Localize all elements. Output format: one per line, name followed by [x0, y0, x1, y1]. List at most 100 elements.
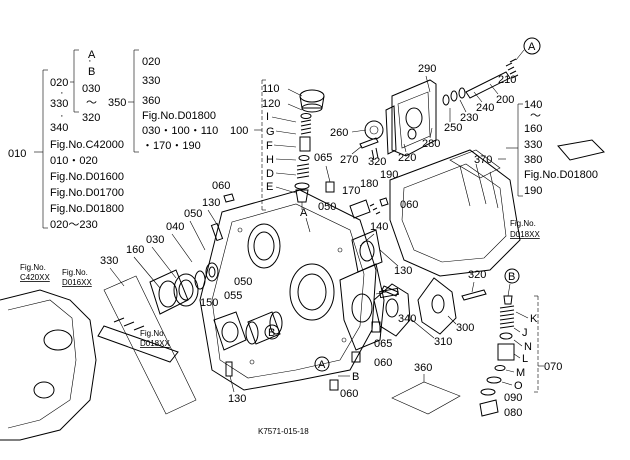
part-120: 120: [262, 98, 280, 110]
text-b: B: [88, 66, 95, 78]
part-220: 220: [398, 152, 416, 164]
text-fig-d01800: Fig.No.D01800: [142, 110, 216, 122]
part-130: 130: [202, 197, 220, 209]
main-housing: 050 A: [199, 189, 399, 391]
text-380: 380: [524, 154, 542, 166]
text-020: 020: [50, 77, 68, 89]
left-parts: 060 130 050 040 030 160 330 Fig.No. C420…: [0, 180, 283, 441]
part-010: 010: [8, 148, 26, 160]
text-360: 360: [142, 95, 160, 107]
part-110: 110: [262, 83, 280, 95]
text-fig-d01800: Fig.No.D01800: [50, 203, 124, 215]
svg-text:·: ·: [60, 110, 64, 122]
part-k: K: [530, 313, 538, 325]
part-140: 140: [370, 221, 388, 233]
text-140: 140: [524, 99, 542, 111]
text-a: A: [88, 49, 96, 61]
part-060: 060: [374, 357, 392, 369]
part-030: 030: [146, 234, 164, 246]
group-010-callout: 010 020 330 340 Fig.No.C42000 010・020 Fi…: [8, 49, 124, 231]
text-fig-d01800: Fig.No.D01800: [524, 169, 598, 181]
part-210: 210: [498, 74, 516, 86]
part-n: N: [524, 341, 532, 353]
fig-ref-d016xx: D016XX: [62, 278, 92, 287]
part-m: M: [516, 367, 525, 379]
part-160: 160: [126, 244, 144, 256]
fig-ref-label: Fig.No.: [62, 268, 88, 277]
part-260: 260: [330, 127, 348, 139]
part-170: 170: [342, 185, 360, 197]
part-060: 060: [340, 388, 358, 400]
part-100: 100: [230, 125, 248, 137]
part-b: B: [352, 371, 359, 383]
part-250: 250: [444, 122, 462, 134]
part-d: D: [266, 168, 274, 180]
part-300: 300: [456, 322, 474, 334]
text-320: 320: [82, 112, 100, 124]
callout-b: B: [268, 327, 275, 339]
text-fig-c42000: Fig.No.C42000: [50, 139, 124, 151]
text-170-190: ・170・190: [142, 140, 201, 152]
part-040: 040: [166, 221, 184, 233]
part-150: 150: [200, 297, 218, 309]
fig-ref-label: Fig.No.: [20, 263, 46, 272]
part-a: A: [300, 207, 308, 219]
part-360: 360: [414, 362, 432, 374]
group-100-callout: 100 110 120 I G F H D E: [230, 79, 325, 211]
text-fig-d01600: Fig.No.D01600: [50, 171, 124, 183]
callout-a: A: [318, 359, 326, 371]
svg-text:·: ·: [88, 55, 92, 67]
part-230: 230: [460, 112, 478, 124]
part-055: 055: [224, 290, 242, 302]
part-060: 060: [212, 180, 230, 192]
part-330: 330: [100, 255, 118, 267]
text-330: 330: [50, 98, 68, 110]
part-090: 090: [504, 392, 522, 404]
group-070-callout: B K J N L M O 070 090 080: [479, 268, 562, 419]
part-350: 350: [108, 97, 126, 109]
text-020-230: 020〜230: [50, 219, 98, 231]
diagram-code: K7571-015-18: [258, 427, 309, 436]
part-j: J: [522, 327, 528, 339]
part-240: 240: [476, 102, 494, 114]
text-030: 030: [82, 83, 100, 95]
part-050: 050: [318, 201, 336, 213]
part-l: L: [522, 353, 528, 365]
part-320: 320: [468, 269, 486, 281]
group-370-callout: 140 〜 160 330 380 Fig.No.D01800 190: [506, 99, 598, 197]
fig-ref-label: Fig.No.: [140, 329, 166, 338]
text-020: 020: [142, 56, 160, 68]
lower-right-parts: 320 300 310 340 065 060 B 060 A 360: [314, 269, 487, 415]
fig-ref-label: Fig.No.: [510, 219, 536, 228]
text-330: 330: [142, 75, 160, 87]
fig-ref-c420xx: C420XX: [20, 273, 50, 282]
part-060: 060: [400, 199, 418, 211]
part-e: E: [266, 181, 273, 193]
part-130: 130: [228, 393, 246, 405]
callout-b: B: [508, 271, 515, 283]
fig-ref-d018xx: D018XX: [510, 230, 540, 239]
part-370: 370: [474, 154, 492, 166]
part-f: F: [266, 140, 273, 152]
right-housing: 370 060 130 Fig.No. D018XX: [379, 139, 605, 277]
text-340: 340: [50, 122, 68, 134]
part-270: 270: [340, 154, 358, 166]
part-340: 340: [398, 313, 416, 325]
part-i: I: [266, 111, 269, 123]
text-tilde: 〜: [530, 110, 541, 122]
part-180: 180: [360, 178, 378, 190]
part-130: 130: [394, 265, 412, 277]
part-200: 200: [496, 94, 514, 106]
pump-assembly: 290 260 270 320 220 280 250 230 240 200 …: [330, 37, 541, 168]
part-190: 190: [380, 169, 398, 181]
part-065: 065: [314, 152, 332, 164]
part-050: 050: [234, 276, 252, 288]
callout-a: A: [528, 41, 536, 53]
text-010-020: 010・020: [50, 155, 98, 167]
valve-parts: 065 170 180 190 140: [314, 152, 398, 273]
part-290: 290: [418, 63, 436, 75]
part-g: G: [266, 126, 275, 138]
part-080: 080: [504, 407, 522, 419]
text-030-100-110: 030・100・110: [142, 125, 218, 137]
